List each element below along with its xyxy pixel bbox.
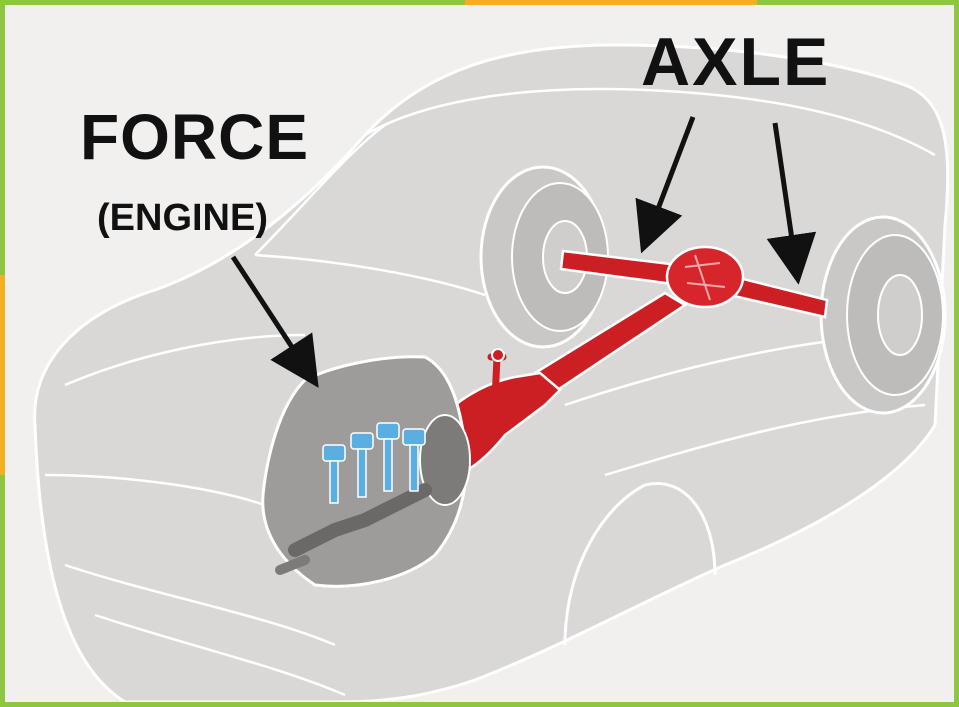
gear-shift-knob <box>492 349 504 361</box>
rear-right-wheel <box>821 217 945 413</box>
engine-label: (ENGINE) <box>97 197 268 240</box>
force-label: FORCE <box>80 100 309 174</box>
diagram-panel: FORCE (ENGINE) AXLE <box>5 5 954 702</box>
axle-label: AXLE <box>641 23 830 101</box>
differential <box>667 247 743 307</box>
